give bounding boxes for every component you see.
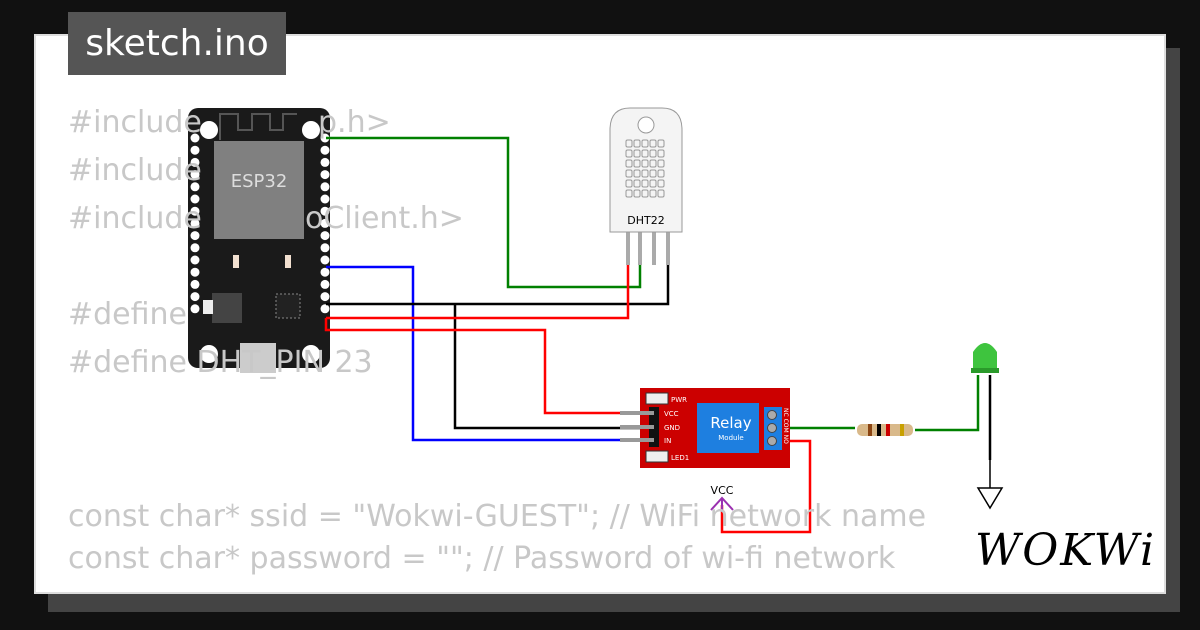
esp32-pin[interactable] bbox=[320, 145, 330, 155]
dht-vent bbox=[641, 169, 649, 178]
dht-vent bbox=[641, 159, 649, 168]
dht-vent bbox=[625, 139, 633, 148]
esp32-pin[interactable] bbox=[190, 255, 200, 265]
wire-red-dht[interactable] bbox=[326, 265, 630, 320]
dht-label: DHT22 bbox=[627, 214, 664, 227]
esp32-pin[interactable] bbox=[190, 145, 200, 155]
code-line-3: #include bbox=[68, 201, 202, 236]
dht-vent bbox=[625, 169, 633, 178]
dht-vent bbox=[625, 189, 633, 198]
esp32-pin[interactable] bbox=[320, 206, 330, 216]
esp32-pin[interactable] bbox=[190, 170, 200, 180]
code-line-6: #define DHT_PIN 23 bbox=[68, 345, 373, 380]
esp32-pin[interactable] bbox=[320, 231, 330, 241]
code-line-5: #define bbox=[68, 297, 188, 332]
esp32-pin[interactable] bbox=[190, 231, 200, 241]
resistor[interactable] bbox=[857, 424, 913, 436]
dht-vent bbox=[657, 169, 665, 178]
esp32-pin[interactable] bbox=[190, 218, 200, 228]
dht-vent bbox=[633, 149, 641, 158]
esp32-pin[interactable] bbox=[320, 267, 330, 277]
dht-vent bbox=[633, 179, 641, 188]
dht-vent bbox=[649, 189, 657, 198]
wire-red-no[interactable] bbox=[720, 439, 812, 534]
esp32-pin[interactable] bbox=[320, 255, 330, 265]
relay-pin-vcc: VCC bbox=[664, 410, 679, 418]
esp32-pin[interactable] bbox=[190, 157, 200, 167]
relay-module[interactable]: PWR LED1 VCC GND IN Relay Module NC COM … bbox=[620, 388, 790, 468]
code-line-1-end: p.h> bbox=[318, 105, 391, 140]
wire-red-vcc[interactable] bbox=[324, 318, 640, 415]
esp32-pin[interactable] bbox=[320, 170, 330, 180]
esp32-pin[interactable] bbox=[320, 243, 330, 253]
wire-green-com[interactable] bbox=[775, 375, 980, 432]
wire-black-dht[interactable] bbox=[326, 265, 670, 306]
esp32-pin[interactable] bbox=[190, 243, 200, 253]
dht-vent bbox=[649, 149, 657, 158]
esp32-board[interactable]: ESP32 bbox=[188, 108, 330, 373]
relay-pin-in: IN bbox=[664, 437, 671, 445]
dht-vent bbox=[649, 169, 657, 178]
dht-vent bbox=[633, 139, 641, 148]
esp32-pin[interactable] bbox=[190, 206, 200, 216]
dht-vent bbox=[641, 189, 649, 198]
dht-vent bbox=[657, 179, 665, 188]
wire-green-dht[interactable] bbox=[326, 136, 642, 289]
relay-terminals: NC COM NO bbox=[782, 408, 789, 444]
dht-vent bbox=[657, 159, 665, 168]
esp32-pin[interactable] bbox=[320, 279, 330, 289]
esp32-pin[interactable] bbox=[190, 182, 200, 192]
code-line-3-end: oClient.h> bbox=[305, 201, 464, 236]
dht-vent bbox=[633, 159, 641, 168]
code-line-9: const char* password = ""; // Password o… bbox=[68, 541, 896, 576]
esp32-pin[interactable] bbox=[320, 133, 330, 143]
wire-black-gnd[interactable] bbox=[453, 304, 640, 430]
vcc-symbol: VCC bbox=[710, 484, 734, 512]
esp32-pin[interactable] bbox=[190, 267, 200, 277]
esp32-label: ESP32 bbox=[231, 171, 288, 192]
dht-vent bbox=[641, 139, 649, 148]
wire-blue-in[interactable] bbox=[326, 265, 640, 442]
code-line-1: #include bbox=[68, 105, 202, 140]
dht22-sensor[interactable]: DHT22 bbox=[609, 107, 683, 265]
green-led[interactable] bbox=[971, 343, 999, 373]
esp32-pin[interactable] bbox=[320, 157, 330, 167]
vcc-label: VCC bbox=[711, 484, 734, 497]
relay-led-led1: LED1 bbox=[671, 454, 689, 462]
esp32-pin[interactable] bbox=[190, 133, 200, 143]
dht-vent bbox=[625, 159, 633, 168]
dht-vent bbox=[625, 149, 633, 158]
wokwi-logo: WOKWi bbox=[975, 525, 1157, 576]
dht-vent bbox=[657, 139, 665, 148]
relay-led-pwr: PWR bbox=[671, 396, 687, 404]
dht-vent bbox=[633, 169, 641, 178]
esp32-pin[interactable] bbox=[320, 304, 330, 314]
esp32-pin[interactable] bbox=[320, 218, 330, 228]
relay-pin-gnd: GND bbox=[664, 424, 680, 432]
esp32-pin[interactable] bbox=[190, 194, 200, 204]
file-title: sketch.ino bbox=[68, 12, 286, 75]
dht-vent bbox=[657, 149, 665, 158]
dht-vent bbox=[649, 139, 657, 148]
esp32-pin[interactable] bbox=[190, 304, 200, 314]
dht-vent bbox=[625, 179, 633, 188]
dht-vent bbox=[633, 189, 641, 198]
relay-sublabel: Module bbox=[718, 434, 743, 442]
code-line-2: #include bbox=[68, 153, 202, 188]
esp32-pin[interactable] bbox=[320, 194, 330, 204]
esp32-pin[interactable] bbox=[190, 279, 200, 289]
esp32-pin[interactable] bbox=[190, 292, 200, 302]
dht-vent bbox=[641, 179, 649, 188]
dht-vent bbox=[649, 159, 657, 168]
dht-vent bbox=[649, 179, 657, 188]
ground-icon bbox=[976, 487, 1004, 510]
dht-vent bbox=[657, 189, 665, 198]
relay-label: Relay bbox=[710, 414, 751, 432]
esp32-pin[interactable] bbox=[320, 292, 330, 302]
code-line-8: const char* ssid = "Wokwi-GUEST"; // WiF… bbox=[68, 499, 927, 534]
vcc-arrow-icon bbox=[710, 496, 734, 512]
esp32-pin[interactable] bbox=[320, 182, 330, 192]
dht-vent bbox=[641, 149, 649, 158]
